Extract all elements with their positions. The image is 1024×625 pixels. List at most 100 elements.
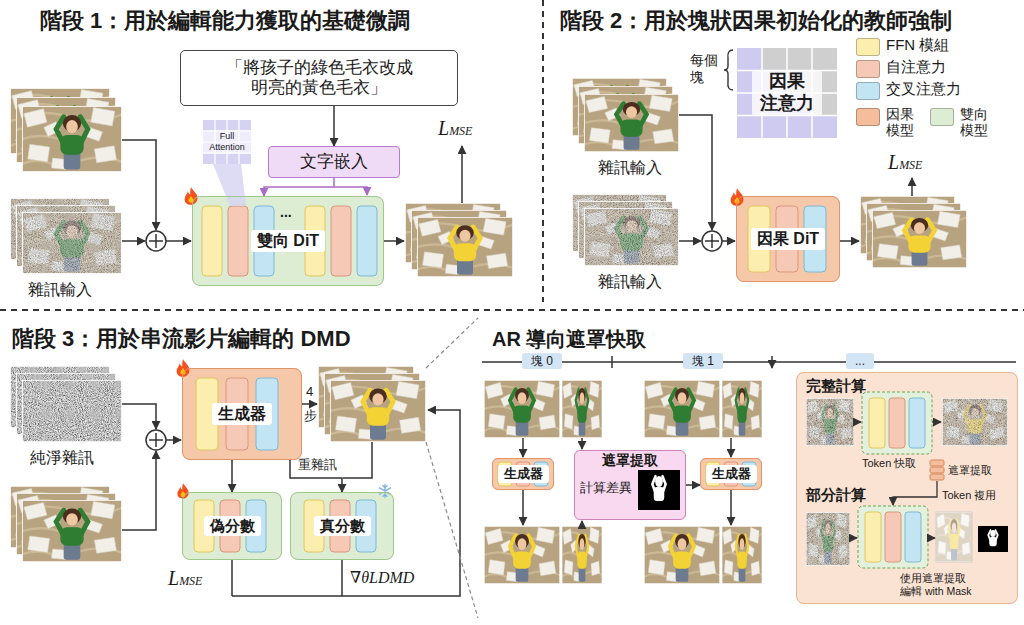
wire	[722, 240, 735, 242]
model-fill	[700, 458, 762, 490]
wire	[840, 240, 859, 242]
fake-score-box: 偽分數	[182, 492, 282, 560]
token-icon	[930, 474, 944, 480]
model-fill	[182, 492, 282, 560]
wire	[911, 178, 913, 196]
loss-label: LMSE	[888, 150, 922, 174]
zoom-line	[426, 318, 478, 368]
model-block	[865, 398, 925, 562]
frozen-icon	[380, 485, 391, 498]
legend-text: 雙向模型	[960, 106, 989, 138]
wire	[334, 187, 367, 195]
token-note: Token 複用	[942, 489, 996, 502]
full-attention-grid: Full Attention	[194, 120, 260, 164]
chunk-tag: 塊 0	[522, 353, 562, 369]
legend-item: FFN 模組	[856, 36, 949, 56]
wire	[122, 404, 156, 429]
divider-line	[542, 0, 544, 302]
wire	[302, 403, 317, 405]
model-block	[909, 398, 925, 448]
input-caption: 雜訊輸入	[598, 158, 662, 177]
stage-title: 階段 1：用於編輯能力獲取的基礎微調	[40, 8, 410, 34]
wire	[166, 439, 181, 441]
video-frames	[22, 380, 122, 442]
renoise-label: 重雜訊	[298, 457, 337, 473]
model-group	[862, 392, 932, 454]
sum-symbol	[702, 231, 722, 251]
node-text: 因果 注意力	[752, 70, 822, 115]
attention-grid	[737, 48, 837, 138]
sum-symbol	[146, 231, 166, 251]
partial-frame	[936, 512, 972, 562]
output-note: 使用遮罩提取 編輯 with Mask	[900, 572, 984, 597]
partial-frame	[936, 512, 972, 562]
node-text: Full Attention	[198, 130, 256, 154]
sum-symbol	[705, 234, 719, 248]
step-unit: 步	[304, 408, 317, 424]
wire	[122, 140, 156, 230]
node-text: 生成器	[498, 465, 549, 483]
video-frames	[872, 210, 967, 268]
real-score-box: 真分數	[290, 492, 394, 560]
section-title: AR 導向遮罩快取	[492, 327, 646, 351]
legend-item: 雙向模型	[930, 106, 989, 138]
wire	[384, 240, 404, 242]
causal-dit-box: 因果 DiT	[736, 196, 840, 282]
wire	[461, 146, 463, 203]
token-note: Token 快取	[862, 457, 916, 470]
wire	[522, 490, 524, 525]
video-frames	[572, 78, 679, 266]
video-frames	[806, 398, 854, 566]
text-embedding-box: 文字嵌入	[268, 146, 400, 178]
video-frames	[644, 526, 720, 584]
attention-grid	[737, 48, 837, 138]
legend-item: 交叉注意力	[856, 80, 961, 100]
legend-text: 因果模型	[886, 106, 915, 138]
generator-box: 生成器	[182, 368, 302, 460]
mask-extraction-box: 遮罩提取計算差異	[574, 450, 686, 520]
legend-swatch	[856, 38, 880, 56]
video-frames	[484, 380, 762, 438]
wire	[122, 240, 145, 242]
trainable-icon	[177, 483, 188, 498]
model-block	[748, 206, 826, 272]
video-frames	[722, 526, 762, 584]
video-frames	[10, 88, 122, 274]
token-note: 遮罩提取	[948, 464, 992, 477]
model-block	[194, 378, 376, 552]
wire	[122, 451, 156, 530]
sum-symbol	[146, 430, 166, 450]
video-frames	[330, 380, 426, 442]
model-block	[202, 206, 222, 276]
model-block	[331, 206, 351, 276]
wire	[679, 240, 701, 242]
model-block	[865, 512, 881, 562]
legend-swatch	[856, 60, 880, 78]
wire	[341, 560, 343, 596]
legend-item: 自注意力	[856, 58, 946, 78]
node-text: 「將孩子的綠色毛衣改成 明亮的黃色毛衣」	[219, 58, 419, 99]
node-text: 雙向 DiT	[251, 230, 325, 251]
step-count: 4	[306, 384, 313, 400]
attention-grid	[213, 164, 246, 206]
zoom-line	[426, 318, 478, 618]
wire	[581, 521, 583, 526]
model-block	[889, 398, 905, 448]
sum-symbol	[146, 430, 166, 450]
wire	[932, 421, 941, 422]
wire	[522, 438, 524, 457]
video-frames	[584, 208, 679, 266]
zoom-line	[426, 442, 478, 618]
partial-frame	[936, 512, 972, 562]
wire	[730, 438, 732, 457]
video-frames	[806, 512, 850, 566]
gradient-label: ∇θLDMD	[350, 568, 414, 587]
bracket	[724, 50, 733, 90]
video-frames	[484, 526, 560, 584]
connector	[686, 484, 700, 486]
model-block	[905, 512, 921, 562]
block-note: 每個塊	[690, 52, 721, 86]
stage-title: 階段 3：用於串流影片編輯的 DMD	[12, 326, 351, 352]
node-text: 偽分數	[204, 516, 261, 536]
divider-line	[0, 309, 1024, 311]
